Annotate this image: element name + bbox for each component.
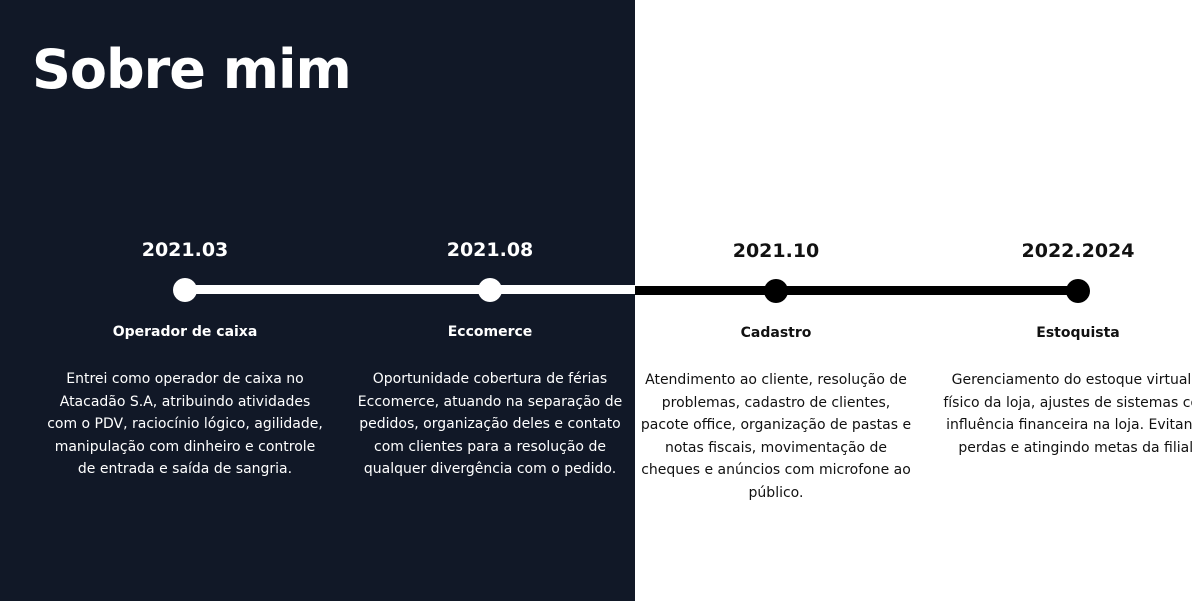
timeline-year: 2021.03 (141, 239, 229, 261)
timeline-entry-estoquista: 2022.2024 Estoquista Gerenciamento do es… (938, 0, 1192, 601)
timeline-role: Estoquista (1036, 325, 1120, 341)
timeline-description: Gerenciamento do estoque virtual e físic… (943, 372, 1192, 456)
timeline-description: Atendimento ao cliente, resolução de pro… (640, 372, 912, 501)
timeline-line-dark (635, 286, 1081, 295)
dark-background-panel (0, 0, 635, 601)
timeline-entry-eccomerce: 2021.08 Eccomerce Oportunidade cobertura… (350, 0, 630, 601)
timeline-entry-cadastro: 2021.10 Cadastro Atendimento ao cliente,… (636, 0, 916, 601)
timeline-line-light (184, 285, 635, 294)
timeline-description: Entrei como operador de caixa no Atacadã… (47, 371, 323, 477)
timeline-entry-operador-de-caixa: 2021.03 Operador de caixa Entrei como op… (45, 0, 325, 601)
timeline-dot (764, 279, 788, 303)
timeline-year: 2021.08 (446, 239, 534, 261)
timeline-role: Eccomerce (447, 324, 533, 340)
timeline-dot (1066, 279, 1090, 303)
timeline-dot (478, 278, 502, 302)
timeline-role: Cadastro (740, 325, 812, 341)
timeline-dot (173, 278, 197, 302)
timeline-description: Oportunidade cobertura de férias Eccomer… (357, 371, 623, 477)
timeline-year: 2022.2024 (1021, 240, 1135, 262)
timeline-year: 2021.10 (732, 240, 820, 262)
timeline-role: Operador de caixa (112, 324, 258, 340)
page-title: Sobre mim (32, 38, 352, 101)
